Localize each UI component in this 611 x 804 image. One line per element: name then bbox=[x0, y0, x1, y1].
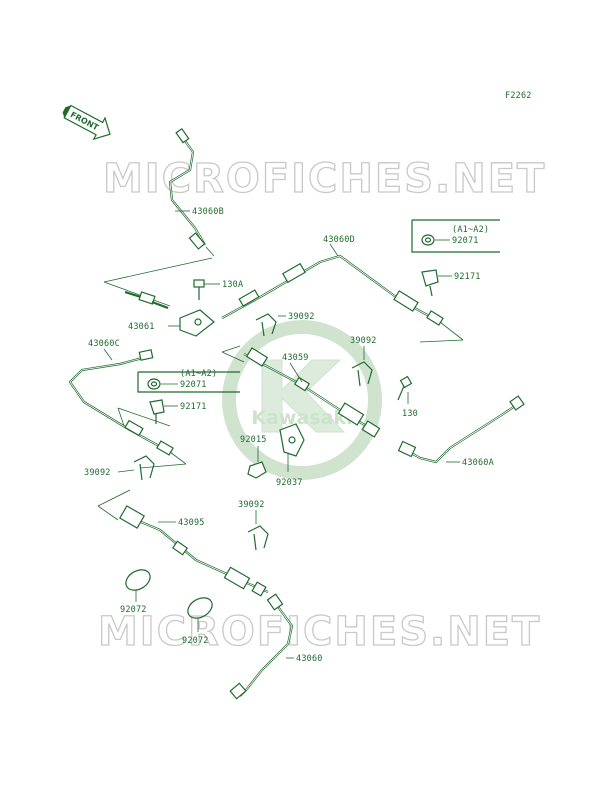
band-92072-b bbox=[187, 597, 213, 632]
kawasaki-brand-text: Kawasaki bbox=[251, 407, 352, 429]
label-43060: 43060 bbox=[296, 654, 323, 664]
cable-43060 bbox=[229, 593, 294, 700]
label-43061: 43061 bbox=[128, 322, 155, 332]
cable-43060C bbox=[68, 349, 174, 456]
cable-43060B bbox=[168, 127, 215, 257]
bolt-130 bbox=[397, 375, 413, 404]
label-39092-top: 39092 bbox=[288, 312, 315, 322]
label-43060A: 43060A bbox=[462, 458, 494, 468]
kawasaki-emblem-watermark: Kawasaki bbox=[222, 320, 382, 480]
label-39092-bottom: 39092 bbox=[238, 500, 265, 510]
label-43059: 43059 bbox=[282, 353, 309, 363]
label-39092-mid: 39092 bbox=[350, 336, 377, 346]
cable-43060D bbox=[221, 254, 444, 326]
callout-box-left bbox=[137, 371, 240, 393]
front-arrow-icon: FRONT bbox=[62, 104, 111, 141]
label-92015: 92015 bbox=[240, 435, 267, 445]
label-92037: 92037 bbox=[276, 478, 303, 488]
clip-39092-mid bbox=[351, 346, 373, 387]
label-43060B: 43060B bbox=[192, 207, 224, 217]
junction-43061 bbox=[168, 309, 215, 337]
clip-92171-left bbox=[149, 399, 178, 424]
label-92071-left-note: (A1~A2) bbox=[180, 369, 217, 379]
bolt-130A bbox=[193, 279, 220, 300]
cable-43060A bbox=[397, 395, 525, 464]
clip-39092-bottom bbox=[247, 510, 269, 551]
watermark-bottom: MICROFICHES.NET bbox=[98, 609, 541, 655]
diagram-code: F2262 bbox=[505, 91, 532, 101]
cable-43095 bbox=[119, 505, 269, 597]
label-92072-b: 92072 bbox=[182, 636, 209, 646]
label-43060D: 43060D bbox=[323, 235, 355, 245]
callout-box-right bbox=[411, 219, 500, 253]
label-39092-left: 39092 bbox=[84, 468, 111, 478]
label-92071-left: 92071 bbox=[180, 380, 207, 390]
clip-92171-right bbox=[421, 269, 452, 297]
label-130A: 130A bbox=[222, 280, 243, 290]
label-130: 130 bbox=[402, 409, 418, 419]
clip-39092-left bbox=[117, 455, 155, 481]
label-92171-right: 92171 bbox=[454, 272, 481, 282]
label-92071-right-note: (A1~A2) bbox=[452, 225, 489, 235]
label-92071-right: 92071 bbox=[452, 236, 479, 246]
grommet-92015 bbox=[247, 446, 267, 479]
label-92072-a: 92072 bbox=[120, 605, 147, 615]
clamp-92037 bbox=[279, 423, 305, 472]
cable-end-upper-left bbox=[124, 290, 169, 310]
band-92072-a bbox=[125, 569, 151, 602]
clip-39092-top bbox=[255, 313, 286, 337]
label-43095: 43095 bbox=[178, 518, 205, 528]
label-43060C: 43060C bbox=[88, 339, 120, 349]
cable-43059 bbox=[221, 345, 381, 438]
label-92171-left: 92171 bbox=[180, 402, 207, 412]
watermark-top: MICROFICHES.NET bbox=[103, 156, 546, 202]
